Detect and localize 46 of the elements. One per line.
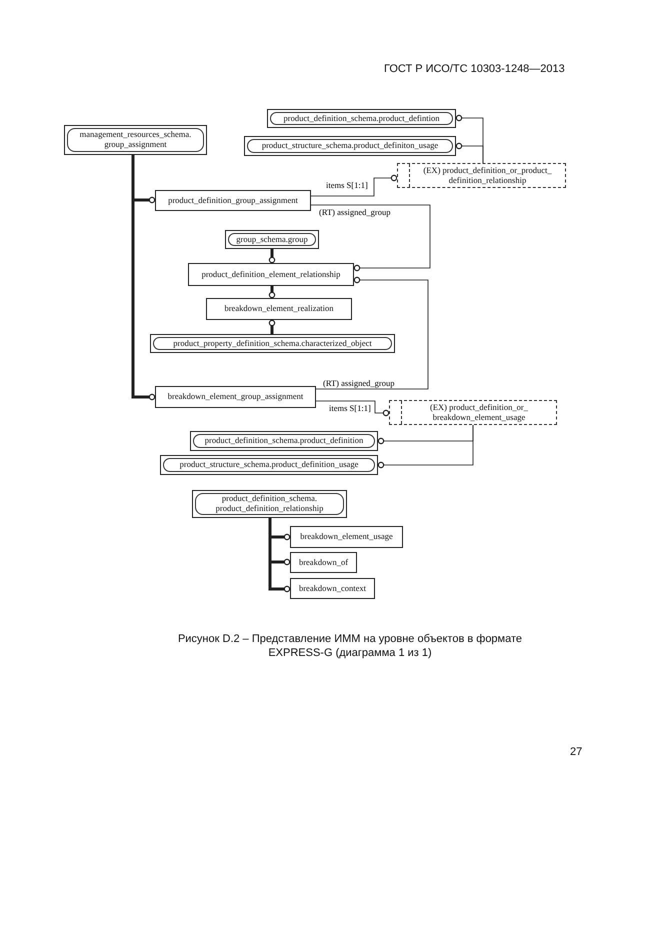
edge-label: items S[1:1] [325, 181, 369, 190]
entity-name: breakdown_element_usage [300, 532, 393, 542]
reference-pill: product_definition_schema.product_definition [193, 434, 375, 448]
entity-name: product_definition_group_assignment [168, 196, 298, 206]
entity-box [290, 526, 403, 548]
entity-box [290, 552, 357, 573]
select-label: (EX) product_definition_or_ breakdown_element_usage [401, 401, 556, 424]
connector-line [310, 204, 430, 272]
reference-pill: product_structure_schema.product_definiton_usage [247, 139, 453, 153]
connector-line [310, 174, 398, 196]
connector-line [268, 249, 276, 264]
entity-box [155, 386, 316, 408]
reference-pill: group_schema.group [228, 233, 316, 246]
entity-box [290, 578, 375, 599]
select-type-box [389, 400, 557, 425]
connector-line [268, 286, 276, 298]
figure-caption: Рисунок D.2 – Представление ИММ на уровне объектов в формате EXPRESS-G (диаграмма 1 из 1) [176, 632, 524, 661]
entity-box [188, 263, 354, 286]
connector-line [316, 400, 390, 416]
connector-line [378, 424, 474, 468]
reference-pill: product_definition_schema. product_definition_relationship [195, 493, 344, 515]
connector-line [316, 276, 428, 390]
reference-pill: product_definition_schema.product_defintion [270, 112, 453, 125]
entity-box [267, 109, 456, 128]
edge-label: items S[1:1] [328, 404, 372, 414]
reference-pill: product_property_definition_schema.characterized_object [153, 337, 392, 350]
reference-pill: product_structure_schema.product_definition_usage [163, 458, 375, 472]
entity-box [206, 298, 352, 320]
select-type-box [397, 163, 566, 188]
page-number: 27 [570, 746, 582, 760]
entity-name: product_definition_element_relationship [202, 270, 340, 280]
entity-name: breakdown_context [298, 584, 366, 594]
reference-pill: management_resources_schema. group_assignment [67, 128, 204, 152]
document-header: ГОСТ Р ИСО/ТС 10303-1248—2013 [384, 63, 565, 76]
select-label: (EX) product_definition_or_product_ definition_relationship [409, 164, 565, 187]
entity-name: breakdown_of [298, 558, 348, 568]
connector-line [132, 155, 156, 400]
connector-line [268, 320, 276, 334]
connector-line [456, 142, 484, 164]
entity-name: breakdown_element_realization [224, 304, 334, 314]
entity-name: breakdown_element_group_assignment [168, 392, 304, 402]
entity-box [150, 334, 395, 353]
entity-box [155, 190, 311, 211]
entity-box [225, 230, 319, 249]
edge-label: (RT) assigned_group [318, 208, 392, 218]
edge-label: (RT) assigned_group [322, 379, 396, 388]
